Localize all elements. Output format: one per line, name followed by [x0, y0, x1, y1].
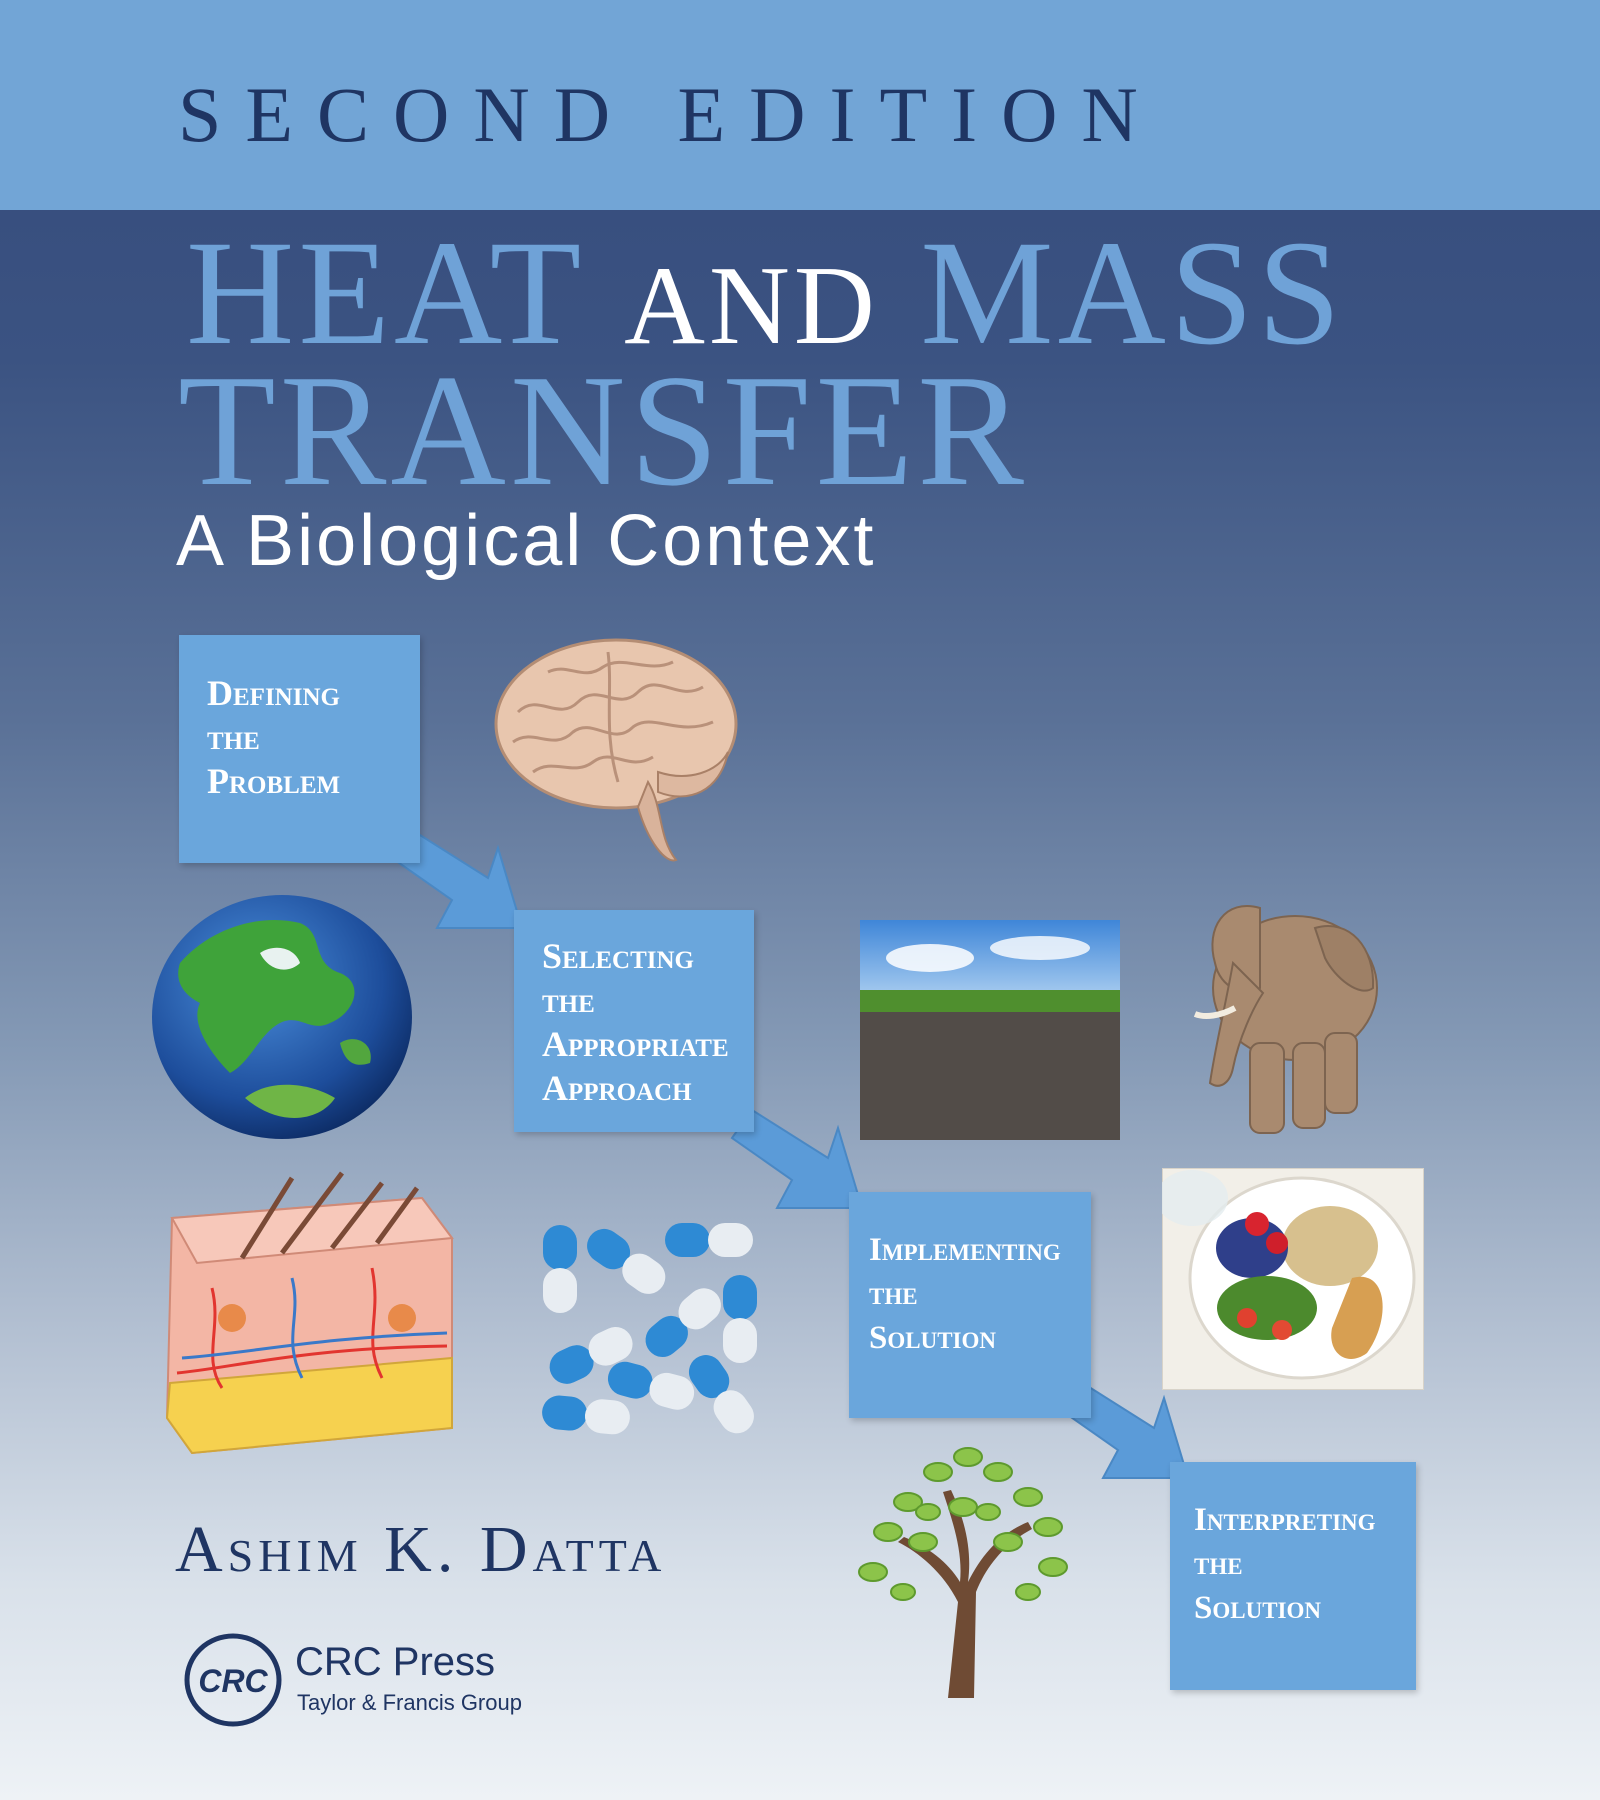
publisher-group: Taylor & Francis Group	[297, 1690, 522, 1715]
step-line: Solution	[869, 1320, 996, 1356]
step-line: the	[869, 1276, 918, 1312]
title-word-heat: HEAT	[186, 210, 583, 376]
arrow-icon	[730, 1108, 864, 1209]
step-line: Selecting	[542, 936, 695, 976]
step-implementing-solution: Implementing the Solution	[849, 1192, 1091, 1418]
step-line: Implementing	[869, 1232, 1061, 1268]
step-selecting-approach: Selecting the Appropriate Approach	[514, 910, 754, 1132]
edition-label: SECOND EDITION	[178, 71, 1162, 158]
pills-icon	[542, 1223, 757, 1435]
step-line: Defining	[207, 673, 340, 713]
step-line: Approach	[542, 1068, 692, 1108]
soil-icon	[860, 920, 1120, 1140]
subtitle: A Biological Context	[176, 501, 877, 581]
elephant-icon	[1193, 905, 1378, 1134]
title-word-mass: MASS	[920, 210, 1345, 376]
crc-logo-icon: CRC	[184, 1633, 282, 1727]
step-interpreting-solution: Interpreting the Solution	[1170, 1462, 1416, 1690]
food-plate-icon	[1162, 1168, 1424, 1390]
brain-icon	[494, 638, 738, 862]
author-name: Ashim K. Datta	[175, 1513, 667, 1586]
step-line: Solution	[1194, 1590, 1321, 1626]
step-line: the	[542, 980, 595, 1020]
title-line-1: HEAT AND MASS	[186, 218, 1345, 368]
skin-icon	[165, 1171, 454, 1455]
earth-icon	[152, 895, 412, 1139]
step-line: Appropriate	[542, 1024, 729, 1064]
edition-band: SECOND EDITION	[0, 0, 1600, 210]
publisher-name: CRC Press	[295, 1640, 496, 1684]
step-line: the	[207, 717, 260, 757]
title-line-2: TRANSFER	[178, 341, 1028, 519]
step-line: the	[1194, 1546, 1243, 1582]
tree-icon	[858, 1447, 1068, 1698]
step-line: Problem	[207, 761, 341, 801]
arrow-icon	[390, 828, 524, 929]
title-word-and: AND	[624, 244, 879, 368]
step-defining-problem: Defining the Problem	[179, 635, 420, 863]
publisher-logo: CRC CRC Press Taylor & Francis Group	[183, 1632, 543, 1728]
crc-logo-text: CRC	[198, 1663, 268, 1699]
step-line: Interpreting	[1194, 1502, 1376, 1538]
